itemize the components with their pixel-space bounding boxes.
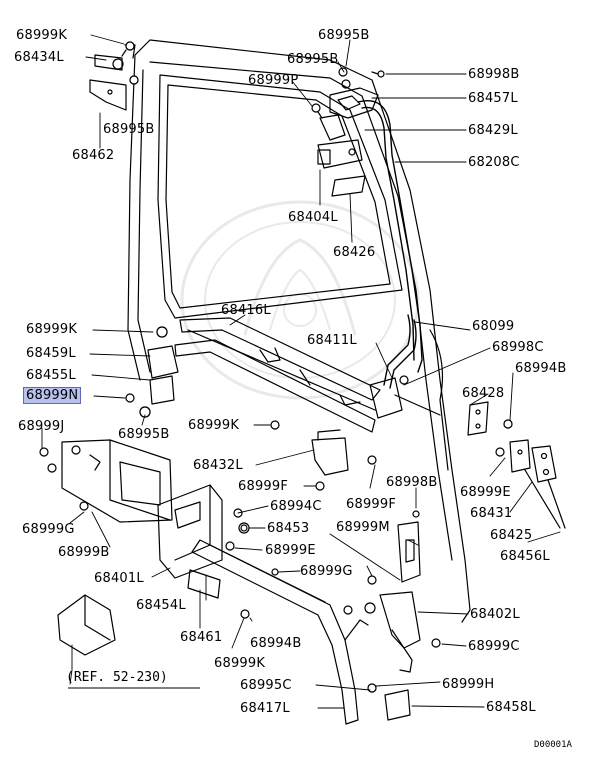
bracket-68401L	[61, 439, 173, 523]
label-68999F-b: 68999F	[346, 497, 397, 512]
hinge-68456L	[397, 521, 421, 583]
bracket-68432L	[311, 429, 349, 476]
label-68995B-a: 68995B	[103, 122, 155, 137]
label-68999E-b: 68999E	[265, 543, 316, 558]
label-68999K-d: 68999K	[214, 656, 266, 671]
pad-68426	[331, 175, 366, 197]
strip-68461	[187, 569, 221, 599]
label-68999K-c: 68999K	[188, 418, 240, 433]
leader-lines	[41, 34, 561, 709]
door-inner-line	[429, 329, 449, 471]
label-68099: 68099	[472, 319, 515, 334]
label-68411L: 68411L	[307, 333, 357, 348]
hinge-68459L	[139, 326, 179, 418]
label-68416L: 68416L	[221, 303, 271, 318]
label-68456L: 68456L	[500, 549, 550, 564]
rail-68417L	[191, 539, 369, 725]
label-68434L: 68434L	[14, 50, 64, 65]
cover-68454L	[157, 484, 223, 579]
plate-68431	[509, 439, 531, 473]
plate-68425	[524, 445, 566, 529]
arm-68402L	[379, 591, 421, 673]
label-68999M: 68999M	[336, 520, 390, 535]
label-68999G-a: 68999G	[22, 522, 75, 537]
diagram-code: D00001A	[534, 740, 572, 750]
label-68404L: 68404L	[288, 210, 338, 225]
label-68999N-highlighted[interactable]: 68999N	[22, 387, 82, 404]
label-68431: 68431	[470, 506, 513, 521]
plate-68428	[467, 401, 513, 436]
label-68426: 68426	[333, 245, 376, 260]
label-68453: 68453	[267, 521, 310, 536]
label-68998C: 68998C	[492, 340, 544, 355]
upper-bracket-68457L	[319, 79, 379, 141]
label-68401L: 68401L	[94, 571, 144, 586]
label-68999B: 68999B	[58, 545, 110, 560]
label-68999H: 68999H	[442, 677, 495, 692]
label-68455L: 68455L	[26, 368, 76, 383]
cable-68099	[383, 314, 417, 389]
label-68462: 68462	[72, 148, 115, 163]
label-68994C: 68994C	[270, 499, 322, 514]
label-68999K-a: 68999K	[16, 28, 68, 43]
cable-68208C	[357, 100, 423, 373]
reference-note: (REF. 52-230)	[66, 670, 168, 685]
label-68402L: 68402L	[470, 607, 520, 622]
label-68995B-b: 68995B	[287, 52, 339, 67]
label-68998B-a: 68998B	[468, 67, 520, 82]
label-68459L: 68459L	[26, 346, 76, 361]
label-68995C: 68995C	[240, 678, 292, 693]
label-68994B-a: 68994B	[515, 361, 567, 376]
latch-68404L	[317, 139, 363, 169]
link-68411L	[369, 375, 441, 419]
label-68457L: 68457L	[468, 91, 518, 106]
label-68998B-b: 68998B	[386, 475, 438, 490]
label-68994B-b: 68994B	[250, 636, 302, 651]
label-68454L: 68454L	[136, 598, 186, 613]
label-68417L: 68417L	[240, 701, 290, 716]
label-68429L: 68429L	[468, 123, 518, 138]
label-68999G-b: 68999G	[300, 564, 353, 579]
label-68428: 68428	[462, 386, 505, 401]
label-68425: 68425	[490, 528, 533, 543]
label-68995B-c: 68995B	[118, 427, 170, 442]
rail-68416L	[174, 317, 381, 433]
fasteners	[39, 41, 513, 693]
label-68995B-top: 68995B	[318, 28, 370, 43]
label-68999C: 68999C	[468, 639, 520, 654]
label-68999F-a: 68999F	[238, 479, 289, 494]
label-68999P: 68999P	[248, 73, 299, 88]
label-68461: 68461	[180, 630, 223, 645]
label-68999E-a: 68999E	[460, 485, 511, 500]
label-68458L: 68458L	[486, 700, 536, 715]
clip-ref-52-230	[57, 594, 116, 656]
label-68999J: 68999J	[18, 419, 65, 434]
label-68208C: 68208C	[468, 155, 520, 170]
label-68999K-b: 68999K	[26, 322, 78, 337]
label-68432L: 68432L	[193, 458, 243, 473]
